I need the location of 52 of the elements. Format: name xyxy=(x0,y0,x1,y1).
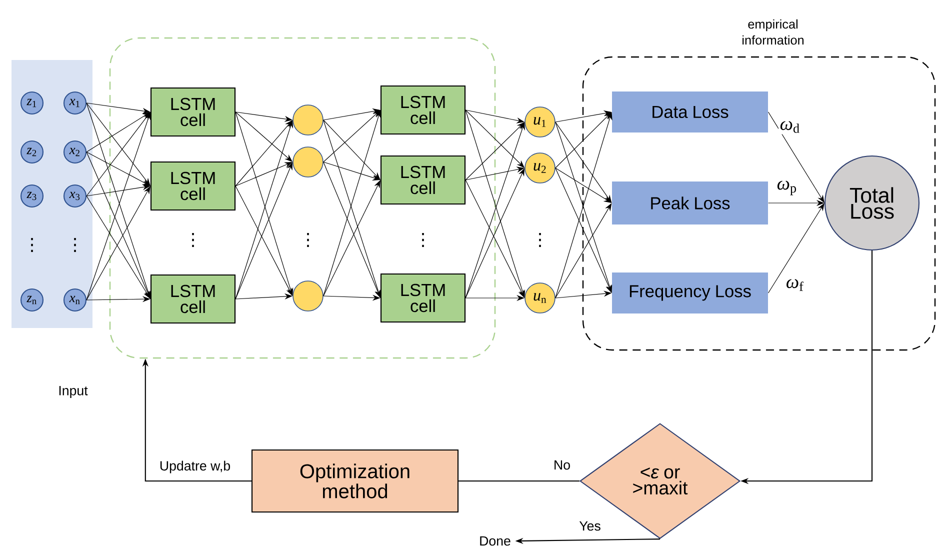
input-neuron: x$_{n}$ xyxy=(63,288,87,312)
ellipsis-mark: ⋮ xyxy=(422,233,424,247)
input-label: Input xyxy=(59,386,88,398)
ellipsis-mark: ⋮ xyxy=(307,233,309,247)
lstm-cell-box: LSTM cell xyxy=(150,274,236,324)
lstm-cell-box: LSTM cell xyxy=(150,87,236,137)
output-neuron: u$_{n}$ xyxy=(524,282,556,314)
region-heading: empirical information xyxy=(742,19,804,45)
lstm-cell-box: LSTM cell xyxy=(380,273,466,323)
edge-label: ω$_{d}$ xyxy=(778,120,802,134)
input-neuron: z$_{n}$ xyxy=(20,288,44,312)
input-neuron: z$_{2}$ xyxy=(20,140,44,164)
arrow xyxy=(86,102,150,186)
arrow xyxy=(768,203,824,294)
ellipsis-mark: ⋮ xyxy=(539,233,541,247)
arrow xyxy=(555,168,612,293)
arrow xyxy=(323,120,380,180)
ellipsis-mark: ⋮ xyxy=(31,238,33,252)
process-box: Optimization method xyxy=(251,449,459,513)
edge-label: ω$_{f}$ xyxy=(784,278,806,292)
dashed-region xyxy=(109,37,496,359)
arrow xyxy=(323,110,380,162)
edge-label: No xyxy=(552,459,572,471)
arrow xyxy=(86,152,150,186)
end-text: Done xyxy=(480,536,510,546)
arrow xyxy=(555,122,612,203)
lstm-cell-box: LSTM cell xyxy=(380,155,466,205)
edge-label: Updatre w,b xyxy=(158,459,232,475)
output-neuron: u$_{1}$ xyxy=(524,106,556,138)
input-neuron: z$_{1}$ xyxy=(20,91,44,115)
hidden-neuron xyxy=(292,280,324,312)
loss-box: Data Loss xyxy=(612,92,768,132)
input-neuron: x$_{2}$ xyxy=(63,140,87,164)
arrow xyxy=(555,203,612,298)
input-neuron: x$_{1}$ xyxy=(63,91,87,115)
input-neuron: x$_{3}$ xyxy=(63,184,87,208)
arrow xyxy=(768,112,824,203)
loss-box: Peak Loss xyxy=(612,182,768,224)
input-neuron: z$_{3}$ xyxy=(20,184,44,208)
lstm-cell-box: LSTM cell xyxy=(380,85,466,135)
edge-label: Yes xyxy=(578,520,602,532)
hidden-neuron xyxy=(292,146,324,178)
arrow xyxy=(86,112,150,196)
lstm-cell-box: LSTM cell xyxy=(150,161,236,211)
hidden-neuron xyxy=(292,104,324,136)
ellipsis-mark: ⋮ xyxy=(192,233,194,247)
loss-box: Frequency Loss xyxy=(612,272,768,314)
dashed-region xyxy=(582,56,936,351)
output-neuron: u$_{2}$ xyxy=(524,152,556,184)
arrow xyxy=(86,152,150,299)
ellipsis-mark: ⋮ xyxy=(74,238,76,252)
edge-label: ω$_{p}$ xyxy=(775,179,799,197)
